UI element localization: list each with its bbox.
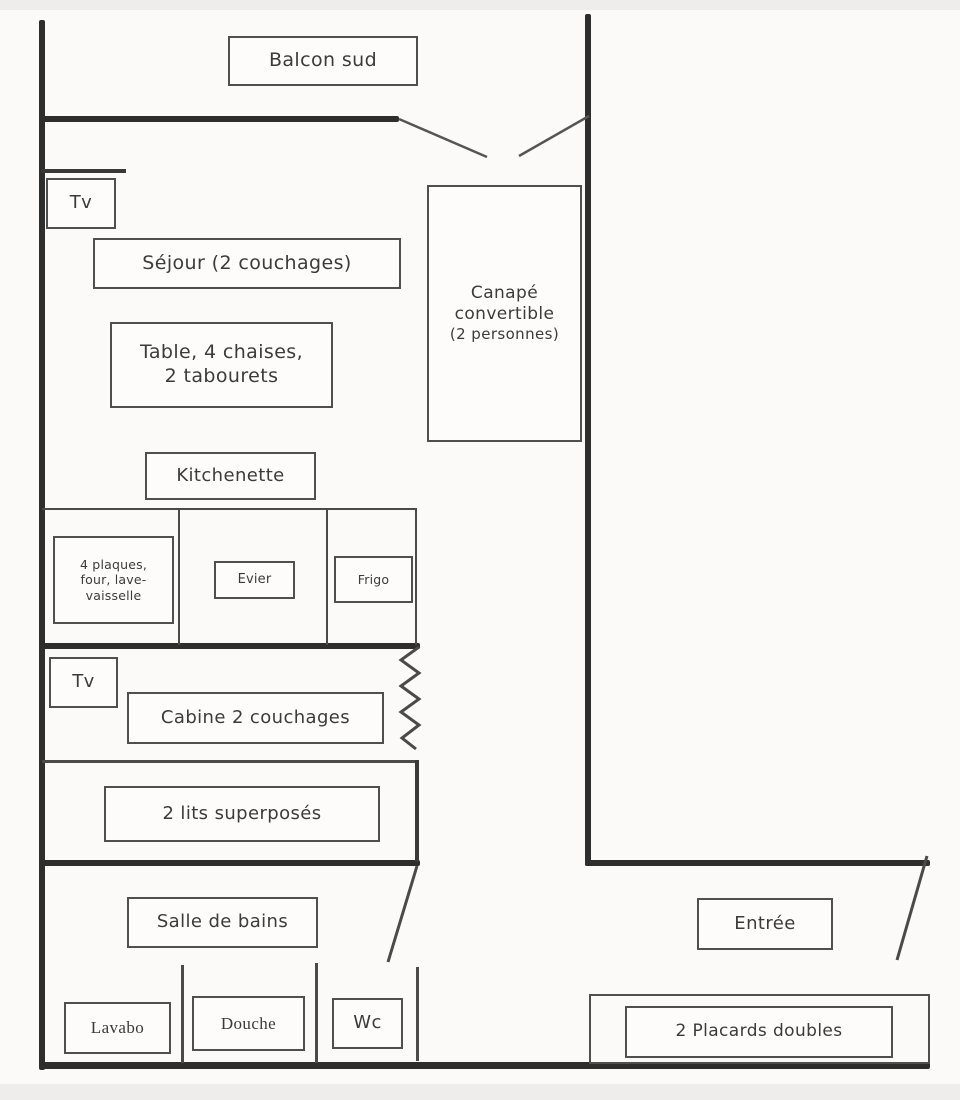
- sejour-label-box: Séjour (2 couchages): [93, 238, 401, 289]
- placards-label: 2 Placards doubles: [675, 1021, 843, 1042]
- counter-right-edge: [415, 508, 417, 645]
- table-line1: Table, 4 chaises,: [139, 341, 304, 364]
- placards-outline-box: [589, 994, 930, 1064]
- wc-label: Wc: [353, 1012, 382, 1034]
- wall-kitchen-bottom: [39, 643, 420, 649]
- lits-label-box: 2 lits superposés: [104, 786, 380, 842]
- wall-right: [585, 14, 591, 866]
- plaques-box: 4 plaques, four, lave- vaisselle: [53, 536, 174, 624]
- lits-label: 2 lits superposés: [162, 802, 322, 824]
- plaques-line2: four, lave-: [80, 572, 147, 588]
- bathroom-door-line: [386, 865, 419, 963]
- placards-label-box: 2 Placards doubles: [625, 1006, 893, 1058]
- evier-label: Evier: [237, 571, 272, 587]
- top-margin-band: [0, 0, 960, 10]
- tv-sejour-box: Tv: [46, 178, 116, 229]
- wc-box: Wc: [332, 998, 403, 1049]
- wall-left: [39, 20, 45, 1070]
- kitchenette-label-box: Kitchenette: [145, 452, 316, 500]
- entree-label: Entrée: [734, 912, 796, 934]
- wall-lits-bottom: [39, 860, 420, 866]
- frigo-box: Frigo: [334, 556, 413, 603]
- cabine-lits-separator: [42, 760, 418, 763]
- kitchenette-label: Kitchenette: [176, 464, 285, 486]
- canape-line3: (2 personnes): [449, 325, 560, 344]
- lavabo-box: Lavabo: [64, 1002, 171, 1054]
- counter-divider-2: [326, 508, 328, 645]
- wall-entry-top: [585, 860, 930, 866]
- douche-box: Douche: [192, 996, 305, 1051]
- evier-box: Evier: [214, 561, 295, 599]
- bath-right-wall-segment: [416, 967, 419, 1061]
- canape-line1: Canapé: [470, 282, 539, 303]
- wall-bottom: [39, 1062, 930, 1069]
- frigo-label: Frigo: [357, 571, 390, 587]
- balcony-door-right-leaf-line: [518, 114, 590, 158]
- ledge-tv-sejour: [41, 169, 126, 173]
- bath-divider-2: [315, 963, 318, 1063]
- plaques-line3: vaisselle: [85, 587, 142, 603]
- canape-box: Canapé convertible (2 personnes): [427, 185, 582, 442]
- cabine-zigzag-door: [398, 645, 422, 751]
- balcony-label: Balcon sud: [268, 49, 378, 72]
- bottom-margin-band: [0, 1084, 960, 1100]
- canape-line2: convertible: [454, 304, 555, 325]
- salle-de-bains-label-box: Salle de bains: [127, 897, 318, 948]
- tv-sejour-label: Tv: [69, 192, 93, 214]
- counter-top-line: [42, 508, 417, 510]
- table-label-box: Table, 4 chaises, 2 tabourets: [110, 322, 333, 408]
- wall-sejour-south: [39, 116, 399, 122]
- plaques-line1: 4 plaques,: [79, 556, 148, 572]
- lits-right-wall: [415, 760, 419, 862]
- table-line2: 2 tabourets: [164, 365, 279, 387]
- sejour-label: Séjour (2 couchages): [142, 251, 352, 274]
- cabine-label-box: Cabine 2 couchages: [127, 692, 384, 744]
- tv-cabine-label: Tv: [72, 671, 95, 693]
- entree-label-box: Entrée: [697, 898, 833, 950]
- entry-door-line: [895, 855, 929, 961]
- balcony-door-left-leaf-line: [398, 117, 488, 159]
- salle-de-bains-label: Salle de bains: [156, 911, 289, 933]
- tv-cabine-box: Tv: [49, 657, 118, 708]
- lavabo-label: Lavabo: [90, 1018, 145, 1038]
- counter-divider-1: [178, 508, 180, 645]
- douche-label: Douche: [220, 1013, 277, 1033]
- balcony-label-box: Balcon sud: [228, 36, 418, 86]
- cabine-label: Cabine 2 couchages: [160, 706, 351, 728]
- bath-divider-1: [181, 965, 184, 1063]
